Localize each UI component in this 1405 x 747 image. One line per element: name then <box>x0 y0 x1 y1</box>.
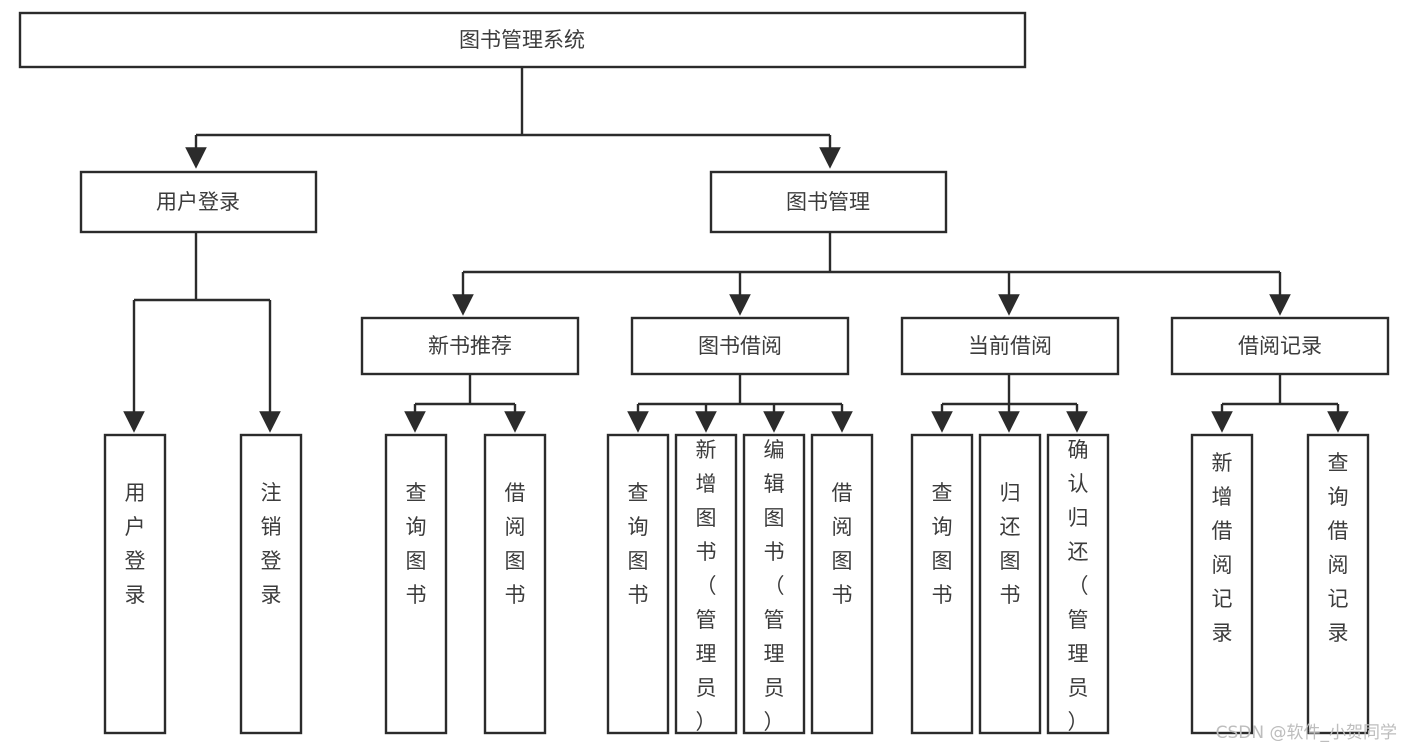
connector-group-root <box>185 67 841 169</box>
node-root-label: 图书管理系统 <box>459 28 585 52</box>
node-book-manage-box[interactable] <box>709 170 948 234</box>
node-leaf-query-book-3[interactable]: 查询图书 <box>910 433 974 735</box>
connector-group-new-book-recommend <box>404 374 526 433</box>
node-leaf-return-book[interactable]: 归还图书 <box>978 433 1042 735</box>
node-new-book-recommend[interactable]: 新书推荐 <box>360 316 580 376</box>
node-book-borrow-label: 图书借阅 <box>698 334 782 358</box>
node-leaf-query-record-label: 查询借阅记录 <box>1328 451 1349 645</box>
node-new-book-recommend-label: 新书推荐 <box>428 334 512 358</box>
node-leaf-edit-book-label: 编辑图书（管理员） <box>764 438 785 734</box>
node-leaf-query-book-2-box[interactable] <box>606 433 670 735</box>
node-leaf-add-book-box[interactable] <box>674 433 738 735</box>
node-leaf-logout-label: 注销登录 <box>261 481 282 607</box>
node-leaf-query-book-1[interactable]: 查询图书 <box>384 433 448 735</box>
node-leaf-borrow-book-2[interactable]: 借阅图书 <box>810 433 874 735</box>
node-leaf-add-record-label: 新增借阅记录 <box>1212 451 1233 645</box>
node-root[interactable]: 图书管理系统 <box>18 11 1027 69</box>
node-leaf-add-book-label: 新增图书（管理员） <box>696 438 717 734</box>
node-leaf-borrow-book-2-box[interactable] <box>810 433 874 735</box>
node-current-borrow[interactable]: 当前借阅 <box>900 316 1120 376</box>
node-leaf-add-book[interactable]: 新增图书（管理员） <box>674 433 738 735</box>
node-book-manage[interactable]: 图书管理 <box>709 170 948 234</box>
node-leaf-edit-book[interactable]: 编辑图书（管理员） <box>742 433 806 735</box>
node-user-login-box[interactable] <box>79 170 318 234</box>
node-leaf-logout[interactable]: 注销登录 <box>239 433 303 735</box>
node-leaf-query-book-2[interactable]: 查询图书 <box>606 433 670 735</box>
node-root-box[interactable] <box>18 11 1027 69</box>
connector-group-user-login <box>123 232 281 433</box>
node-leaf-return-book-label: 归还图书 <box>1000 481 1021 607</box>
connector-group-current-borrow <box>931 374 1088 433</box>
node-borrow-record-box[interactable] <box>1170 316 1390 376</box>
node-leaf-logout-box[interactable] <box>239 433 303 735</box>
node-leaf-query-book-1-label: 查询图书 <box>406 481 427 607</box>
node-leaf-borrow-book-2-label: 借阅图书 <box>832 481 853 607</box>
node-user-login[interactable]: 用户登录 <box>79 170 318 234</box>
watermark-label: CSDN @软件_小贺同学 <box>1215 723 1397 743</box>
node-leaf-borrow-book-1[interactable]: 借阅图书 <box>483 433 547 735</box>
node-leaf-query-record[interactable]: 查询借阅记录 <box>1306 433 1370 735</box>
node-user-login-label: 用户登录 <box>156 190 240 214</box>
node-borrow-record[interactable]: 借阅记录 <box>1170 316 1390 376</box>
node-leaf-return-book-box[interactable] <box>978 433 1042 735</box>
node-leaf-query-book-2-label: 查询图书 <box>628 481 649 607</box>
node-leaf-confirm-return[interactable]: 确认归还（管理员） <box>1046 433 1110 735</box>
node-leaf-edit-book-box[interactable] <box>742 433 806 735</box>
node-borrow-record-label: 借阅记录 <box>1238 334 1322 358</box>
node-leaf-confirm-return-label: 确认归还（管理员） <box>1068 438 1089 734</box>
node-leaf-confirm-return-box[interactable] <box>1046 433 1110 735</box>
node-leaf-borrow-book-1-label: 借阅图书 <box>505 481 526 607</box>
node-leaf-user-login[interactable]: 用户登录 <box>103 433 167 735</box>
node-leaf-add-record-box[interactable] <box>1190 433 1254 735</box>
node-leaf-query-book-3-label: 查询图书 <box>932 481 953 607</box>
node-leaf-borrow-book-1-box[interactable] <box>483 433 547 735</box>
node-leaf-query-record-box[interactable] <box>1306 433 1370 735</box>
node-current-borrow-box[interactable] <box>900 316 1120 376</box>
connector-group-book-borrow <box>627 374 853 433</box>
node-book-manage-label: 图书管理 <box>786 190 870 214</box>
node-book-borrow-box[interactable] <box>630 316 850 376</box>
connector-group-borrow-record <box>1211 374 1349 433</box>
node-leaf-add-record[interactable]: 新增借阅记录 <box>1190 433 1254 735</box>
node-leaf-query-book-3-box[interactable] <box>910 433 974 735</box>
node-leaf-user-login-box[interactable] <box>103 433 167 735</box>
node-book-borrow[interactable]: 图书借阅 <box>630 316 850 376</box>
node-current-borrow-label: 当前借阅 <box>968 334 1052 358</box>
node-new-book-recommend-box[interactable] <box>360 316 580 376</box>
node-leaf-query-book-1-box[interactable] <box>384 433 448 735</box>
node-leaf-user-login-label: 用户登录 <box>125 481 146 607</box>
connector-group-book-manage <box>452 232 1291 316</box>
